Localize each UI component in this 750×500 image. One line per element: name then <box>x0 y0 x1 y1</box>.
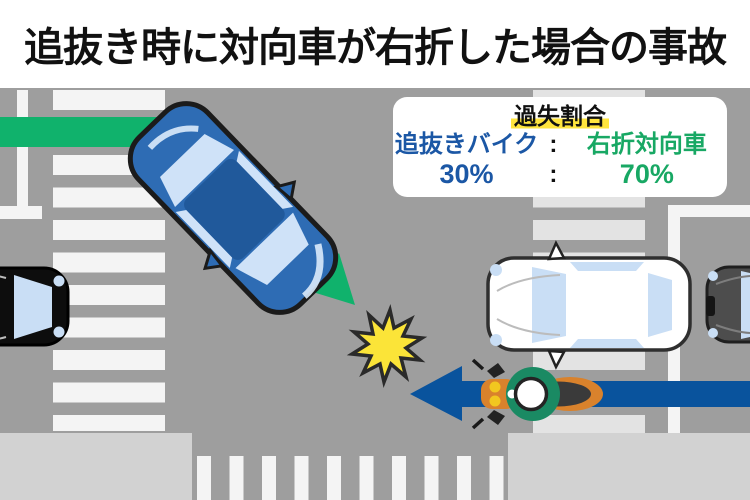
car-fault-value: 70% <box>619 159 674 190</box>
bike-label: 追抜きバイク <box>394 130 539 158</box>
car-label: 右折対向車 <box>586 130 707 158</box>
motorcycle <box>471 358 603 430</box>
sidewalk-bottom-left <box>0 433 192 500</box>
page-title: 追抜き時に対向車が右折した場合の事故 <box>0 0 750 88</box>
ratio-separator: : <box>549 130 558 158</box>
sidewalk-bottom-right <box>508 433 750 500</box>
white-car <box>486 240 692 370</box>
fault-ratio-heading: 過失割合 <box>511 103 609 130</box>
stop-line-left <box>17 90 28 210</box>
dark-car <box>705 265 750 344</box>
black-car <box>0 266 70 347</box>
blue-turning-car <box>127 101 339 315</box>
center-line-right <box>668 205 750 217</box>
fault-ratio-values-row: 30% : 70% <box>393 159 727 190</box>
collision-star-icon <box>346 303 428 389</box>
fault-ratio-panel: 過失割合 追抜きバイク : 右折対向車 30% : 70% <box>393 97 727 197</box>
center-line-left <box>0 206 42 219</box>
fault-ratio-labels-row: 追抜きバイク : 右折対向車 <box>393 131 727 159</box>
bike-fault-value: 30% <box>439 159 494 190</box>
crosswalk-bottom <box>197 456 505 500</box>
ratio-separator: : <box>549 161 558 189</box>
